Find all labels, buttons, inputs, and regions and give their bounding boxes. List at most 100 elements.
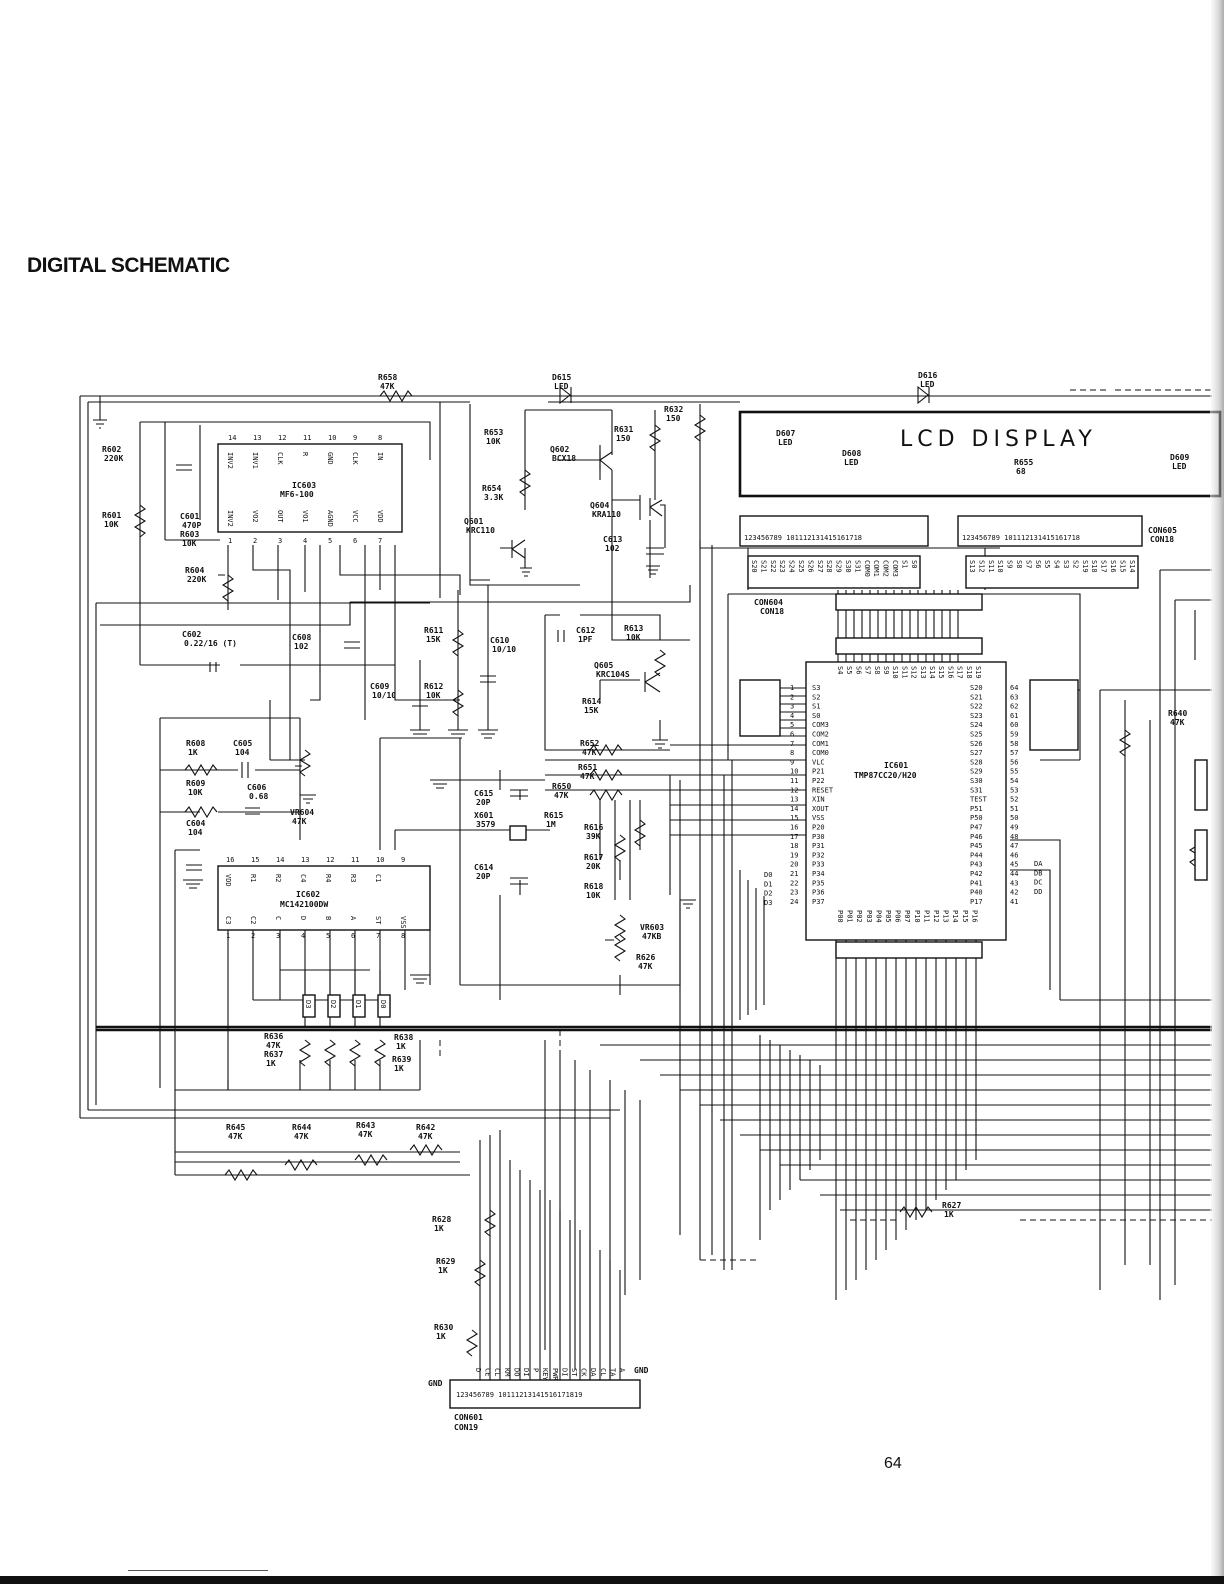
bus-label: D3 <box>764 899 772 907</box>
capacitor-value: 20P <box>476 798 491 807</box>
capacitor-ref: C614 <box>474 863 493 872</box>
ic601-pin-number: 61 <box>1010 712 1018 720</box>
ic601-pin-label: S19 <box>974 666 982 679</box>
ic601-pin-label: P33 <box>812 861 825 869</box>
con604-signal: S30 <box>844 560 852 573</box>
ic603-part: MF6-100 <box>280 490 314 499</box>
ic601-pin-label: COM0 <box>812 749 829 757</box>
ic602-pin-label: R2 <box>274 874 282 882</box>
bus-label: DD <box>1034 888 1042 896</box>
ic601-pin-label: P51 <box>970 805 983 813</box>
capacitor-ref: C609 <box>370 682 389 691</box>
ic601-pin-number: 6 <box>790 731 794 739</box>
con605-signal: S2 <box>1071 560 1079 568</box>
ic603-pin-number: 5 <box>328 537 332 545</box>
ic601-pin-label: S17 <box>956 666 964 679</box>
ic601-pins-bottom-block <box>835 941 983 959</box>
transistor-value: KRA110 <box>592 510 621 519</box>
capacitor-ref: C613 <box>603 535 622 544</box>
ic601-pin-label: P40 <box>970 889 983 897</box>
ic601-pin-number: 2 <box>790 693 794 701</box>
con601-signal: TA <box>608 1368 616 1377</box>
con604-body <box>739 515 929 547</box>
ic603-pin-number: 1 <box>228 537 232 545</box>
resistor-ref: R638 <box>394 1033 413 1042</box>
capacitor-value: 102 <box>605 544 620 553</box>
transistor-value: KRC110 <box>466 526 495 535</box>
ic602-pin-label: C2 <box>249 916 257 924</box>
con604-signal: COM0 <box>863 560 871 577</box>
con605-signal: S5 <box>1043 560 1051 568</box>
con601-signal: D <box>474 1368 482 1372</box>
page-bottom-tick <box>128 1570 268 1571</box>
capacitor-value: 0.68 <box>249 792 268 801</box>
ic602-part: MC142100DW <box>280 900 328 909</box>
ic601-part: TMP87CC20/H20 <box>854 771 917 780</box>
ic602-pin-label: C4 <box>299 874 307 882</box>
ic602-pin-label: D <box>299 916 307 920</box>
capacitor-ref: C608 <box>292 633 311 642</box>
ic602-pin-number: 1 <box>226 932 230 940</box>
potentiometer-value: 47K <box>292 817 307 826</box>
ic603-pin-label: AGND <box>326 510 334 527</box>
con605-signal: S3 <box>1062 560 1070 568</box>
con604-signal: S20 <box>750 560 758 573</box>
resistor-ref: R608 <box>186 739 205 748</box>
ic601-pin-label: S31 <box>970 786 983 794</box>
con601-signal: CE <box>484 1368 492 1376</box>
con605-type: CON18 <box>1150 535 1174 544</box>
ic601-pin-number: 57 <box>1010 749 1018 757</box>
ic601-pin-label: P05 <box>884 910 892 923</box>
resistor-ref: R644 <box>292 1123 311 1132</box>
resistor-value: 47K <box>582 748 597 757</box>
ic601-pin-number: 59 <box>1010 731 1018 739</box>
con604-signal: COM2 <box>882 560 890 577</box>
ic601-pin-label: S16 <box>946 666 954 679</box>
ic601-pin-number: 45 <box>1010 861 1018 869</box>
led-value: LED <box>554 382 569 391</box>
resistor-value: 1K <box>394 1064 404 1073</box>
resistor-ref: R628 <box>432 1215 451 1224</box>
capacitor-value: 10/10 <box>372 691 396 700</box>
resistor-value: 47K <box>580 772 595 781</box>
ic602-pin-number: 7 <box>376 932 380 940</box>
ic601-pin-label: P35 <box>812 879 825 887</box>
ic601-pin-label: S29 <box>970 768 983 776</box>
transistor-ref: Q604 <box>590 501 609 510</box>
led-value: LED <box>778 438 793 447</box>
ic601-pin-label: P03 <box>865 910 873 923</box>
capacitor-ref: C601 <box>180 512 199 521</box>
ic601-pin-label: S13 <box>919 666 927 679</box>
wiring <box>79 385 1212 1390</box>
ic601-pin-label: P36 <box>812 889 825 897</box>
resistor-value: 39K <box>586 832 601 841</box>
ic601-pin-label: S28 <box>970 758 983 766</box>
con604-signal: S0 <box>910 560 918 568</box>
con601-gnd-left: GND <box>428 1379 443 1388</box>
con605-ref: CON605 <box>1148 526 1177 535</box>
led-value: LED <box>1172 462 1187 471</box>
con605-signal: S8 <box>1015 560 1023 568</box>
capacitor-ref: C602 <box>182 630 201 639</box>
con601-signal: P <box>532 1368 540 1372</box>
ic601-pin-number: 43 <box>1010 879 1018 887</box>
con601-signal: DO <box>512 1368 520 1376</box>
con605-signal: S7 <box>1024 560 1032 568</box>
ic601-pin-label: P13 <box>942 910 950 923</box>
ic602-pin-number: 2 <box>251 932 255 940</box>
ic601-pin-number: 42 <box>1010 889 1018 897</box>
resistor-ref: R632 <box>664 405 683 414</box>
con604-signal-block <box>747 555 921 589</box>
ic602-pin-number: 3 <box>276 932 280 940</box>
con604-signal: S1 <box>900 560 908 568</box>
potentiometer-value: 47KB <box>642 932 661 941</box>
resistor-ref: R614 <box>582 697 601 706</box>
con605-signal: S4 <box>1053 560 1061 568</box>
ic601-pin-label: S23 <box>970 712 983 720</box>
ic601-pin-label: S0 <box>812 712 820 720</box>
con601-signal: DA <box>589 1368 597 1377</box>
resistor-ref: R602 <box>102 445 121 454</box>
crystal-ref: X601 <box>474 811 493 820</box>
con604-signal: S31 <box>853 560 861 573</box>
